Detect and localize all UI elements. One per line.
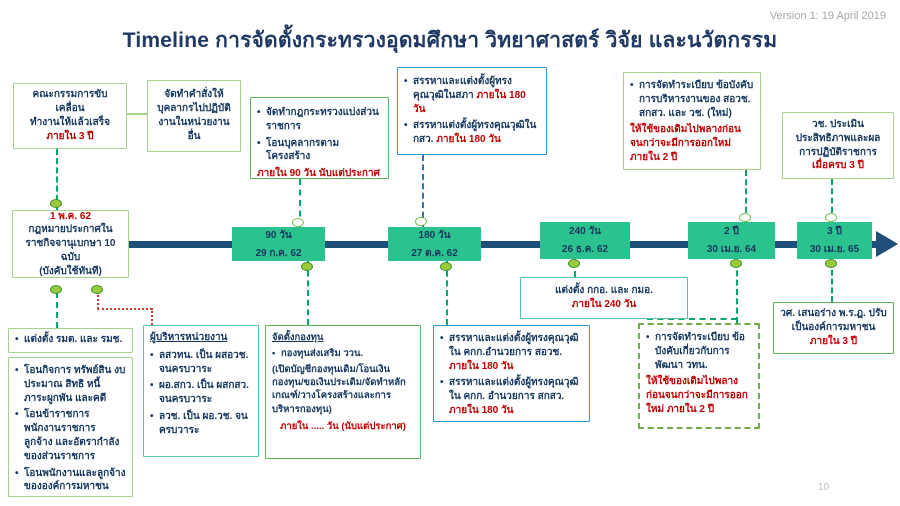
expert-appointment-bullet2: สรรหาแต่งตั้งผู้ทรงคุณวุฒิใน กสว. ภายใน … (404, 119, 540, 147)
start-event-line1: กฎหมายประกาศใน (28, 224, 113, 236)
appoint-kko-box: แต่งตั้ง กกอ. และ กมอ. ภายใน 240 วัน (520, 277, 688, 319)
start-event-date: 1 พ.ค. 62 (49, 210, 92, 222)
executives-bullet1: ลสวทน. เป็น ผสอวช. จนครบวาระ (150, 349, 252, 377)
fund-detail: (เปิดบัญชีกองทุนเดิม/โอนเงินกองทุน/ขอเงิ… (272, 364, 406, 415)
admin-regulation-box: การจัดทำระเบียบ ข้อบังคับ การบริหารงานขอ… (623, 72, 761, 170)
connector-experts-m180 (422, 155, 424, 227)
committee-deadline: ภายใน 3 ปี (46, 130, 94, 142)
evaluation-box: วช. ประเมินประสิทธิภาพและผลการปฏิบัติราช… (782, 112, 894, 179)
admin-regulation-bullet: การจัดทำระเบียบ ข้อบังคับ การบริหารงานขอ… (630, 79, 754, 120)
expert-appointment-bullet1: สรรหาและแต่งตั้งผู้ทรงคุณวุฒิในสภา ภายใน… (404, 75, 540, 116)
committee-line1: คณะกรรมการขับเคลื่อน (32, 89, 108, 115)
connector-evaluation-m3y (831, 179, 833, 222)
appoint-kko-text: แต่งตั้ง กกอ. และ กมอ. (555, 285, 653, 297)
executives-bullet2: ผอ.สกว. เป็น ผสกสว. จนครบวาระ (150, 379, 252, 407)
connector-committee-start (56, 149, 58, 210)
connector-m3y-publicorg (831, 261, 833, 302)
connector-red-v1 (97, 292, 99, 309)
connector-start-ministers (56, 292, 58, 328)
ministry-regulation-bullet2: โอนบุคลากรตามโครงสร้าง (257, 137, 382, 165)
committee-experts-box: สรรหาและแต่งตั้งผู้ทรงคุณวุฒิใน คกก.อำนว… (433, 325, 590, 422)
ministry-regulation-bullet1: จัดทำกฎกระทรวงแบ่งส่วนราชการ (257, 106, 382, 134)
fund-header: จัดตั้งกองทุน (272, 332, 324, 343)
public-org-deadline: ภายใน 3 ปี (809, 335, 858, 347)
version-label: Version 1: 19 April 2019 (769, 10, 886, 22)
public-org-box: วศ. เสนอร่าง พ.ร.ฎ. ปรับ เป็นองค์การมหาช… (773, 302, 894, 354)
transfer-bullet3: โอนพนักงานและลูกจ้างขององค์การมหาชน (15, 467, 126, 495)
milestone-3-years: 3 ปี 30 เม.ย. 65 (797, 222, 872, 259)
staff-order-text: จัดทำคำสั่งให้บุคลากรไปปฏิบัติงานในหน่วย… (157, 89, 231, 142)
start-event-line3: (บังคับใช้ทันที) (39, 265, 102, 277)
ministry-regulation-deadline: ภายใน 90 วัน นับแต่ประกาศ (257, 168, 380, 180)
fund-box: จัดตั้งกองทุน กองทุนส่งเสริม ววน. (เปิดบ… (265, 325, 421, 459)
fund-deadline: ภายใน ..... วัน (นับแต่ประกาศ) (280, 420, 406, 432)
executives-box: ผู้บริหารหน่วยงาน ลสวทน. เป็น ผสอวช. จนค… (143, 325, 259, 457)
connector-red-v2 (151, 308, 153, 325)
expert-appointment-box: สรรหาและแต่งตั้งผู้ทรงคุณวุฒิในสภา ภายใน… (397, 67, 547, 155)
appoint-kko-deadline: ภายใน 240 วัน (571, 299, 637, 310)
connector-m2y-devreg (736, 261, 738, 323)
executives-bullet3: ลวช. เป็น ผอ.วช. จนครบวาระ (150, 410, 252, 438)
junction-dot (568, 259, 580, 268)
evaluation-text: วช. ประเมินประสิทธิภาพและผลการปฏิบัติราช… (795, 118, 881, 158)
milestone-2-years: 2 ปี 30 เม.ย. 64 (688, 222, 775, 259)
executives-header: ผู้บริหารหน่วยงาน (150, 332, 228, 343)
timeline-bar (128, 241, 878, 248)
committee-box: คณะกรรมการขับเคลื่อน ทำงานให้แล้วเสร็จ ภ… (13, 83, 127, 149)
appoint-ministers-text: แต่งตั้ง รมต. และ รมช. (15, 333, 126, 347)
connector-m90-fund (307, 261, 309, 325)
connector-red-h (97, 308, 152, 310)
transfer-bullet1: โอนกิจการ ทรัพย์สิน งบประมาณ สิทธิ หนี้ … (15, 364, 126, 405)
staff-order-box: จัดทำคำสั่งให้บุคลากรไปปฏิบัติงานในหน่วย… (147, 80, 241, 152)
public-org-line2: เป็นองค์การมหาชน (791, 322, 876, 334)
public-org-line1: วศ. เสนอร่าง พ.ร.ฎ. ปรับ (780, 308, 887, 320)
transfer-bullet2: โอนข้าราชการ พนักงานราชการ ลูกจ้าง และอั… (15, 408, 126, 463)
junction-dot (825, 213, 837, 222)
milestone-90-days: 90 วัน 29 ก.ค. 62 (232, 227, 325, 261)
junction-dot (301, 262, 313, 271)
junction-dot (730, 259, 742, 268)
development-regulation-box: การจัดทำระเบียบ ข้อบังคับเกี่ยวกับการพัฒ… (638, 323, 760, 429)
junction-dot (50, 199, 62, 208)
fund-bullet: กองทุนส่งเสริม ววน. (272, 347, 414, 360)
junction-dot (825, 259, 837, 268)
junction-dot (440, 262, 452, 271)
ministry-regulation-box: จัดทำกฎกระทรวงแบ่งส่วนราชการ โอนบุคลากรต… (250, 97, 389, 179)
start-event-box: 1 พ.ค. 62 กฎหมายประกาศใน ราชกิจจานุเบกษา… (12, 210, 129, 278)
development-regulation-bullet: การจัดทำระเบียบ ข้อบังคับเกี่ยวกับการพัฒ… (646, 331, 752, 372)
milestone-180-days: 180 วัน 27 ต.ค. 62 (388, 227, 481, 261)
connector-m180-experts2 (446, 261, 448, 325)
connector-adminreg-m2y (745, 170, 747, 222)
committee-experts-bullet2: สรรหาและแต่งตั้งผู้ทรงคุณวุฒิใน คกก. อำน… (440, 376, 583, 417)
admin-regulation-note: ให้ใช้ของเดิมไปพลางก่อนจนกว่าจะมีการออกใ… (630, 124, 741, 163)
committee-line2: ทำงานให้แล้วเสร็จ (30, 117, 110, 128)
junction-dot (50, 285, 62, 294)
page-number: 10 (818, 482, 830, 493)
timeline-arrowhead-icon (876, 231, 898, 257)
junction-dot (739, 213, 751, 222)
junction-dot (292, 218, 304, 227)
committee-experts-bullet1: สรรหาและแต่งตั้งผู้ทรงคุณวุฒิใน คกก.อำนว… (440, 332, 583, 373)
connector-committee-stafforder (127, 113, 147, 115)
page-title: Timeline การจัดตั้งกระทรวงอุดมศึกษา วิทย… (122, 29, 778, 52)
transfer-box: โอนกิจการ ทรัพย์สิน งบประมาณ สิทธิ หนี้ … (8, 357, 133, 497)
development-regulation-note: ให้ใช้ของเดิมไปพลางก่อนจนกว่าจะมีการออกใ… (646, 376, 748, 415)
evaluation-deadline: เมื่อครบ 3 ปี (812, 160, 864, 172)
milestone-240-days: 240 วัน 26 ธ.ค. 62 (540, 222, 630, 259)
junction-dot (91, 285, 103, 294)
start-event-line2: ราชกิจจานุเบกษา 10 ฉบับ (25, 238, 116, 263)
appoint-ministers-box: แต่งตั้ง รมต. และ รมช. (8, 328, 133, 353)
connector-kko-devreg (647, 318, 737, 320)
junction-dot (415, 217, 427, 226)
connector-regulation-m90 (299, 179, 301, 227)
connector-m240-kko (574, 259, 576, 277)
